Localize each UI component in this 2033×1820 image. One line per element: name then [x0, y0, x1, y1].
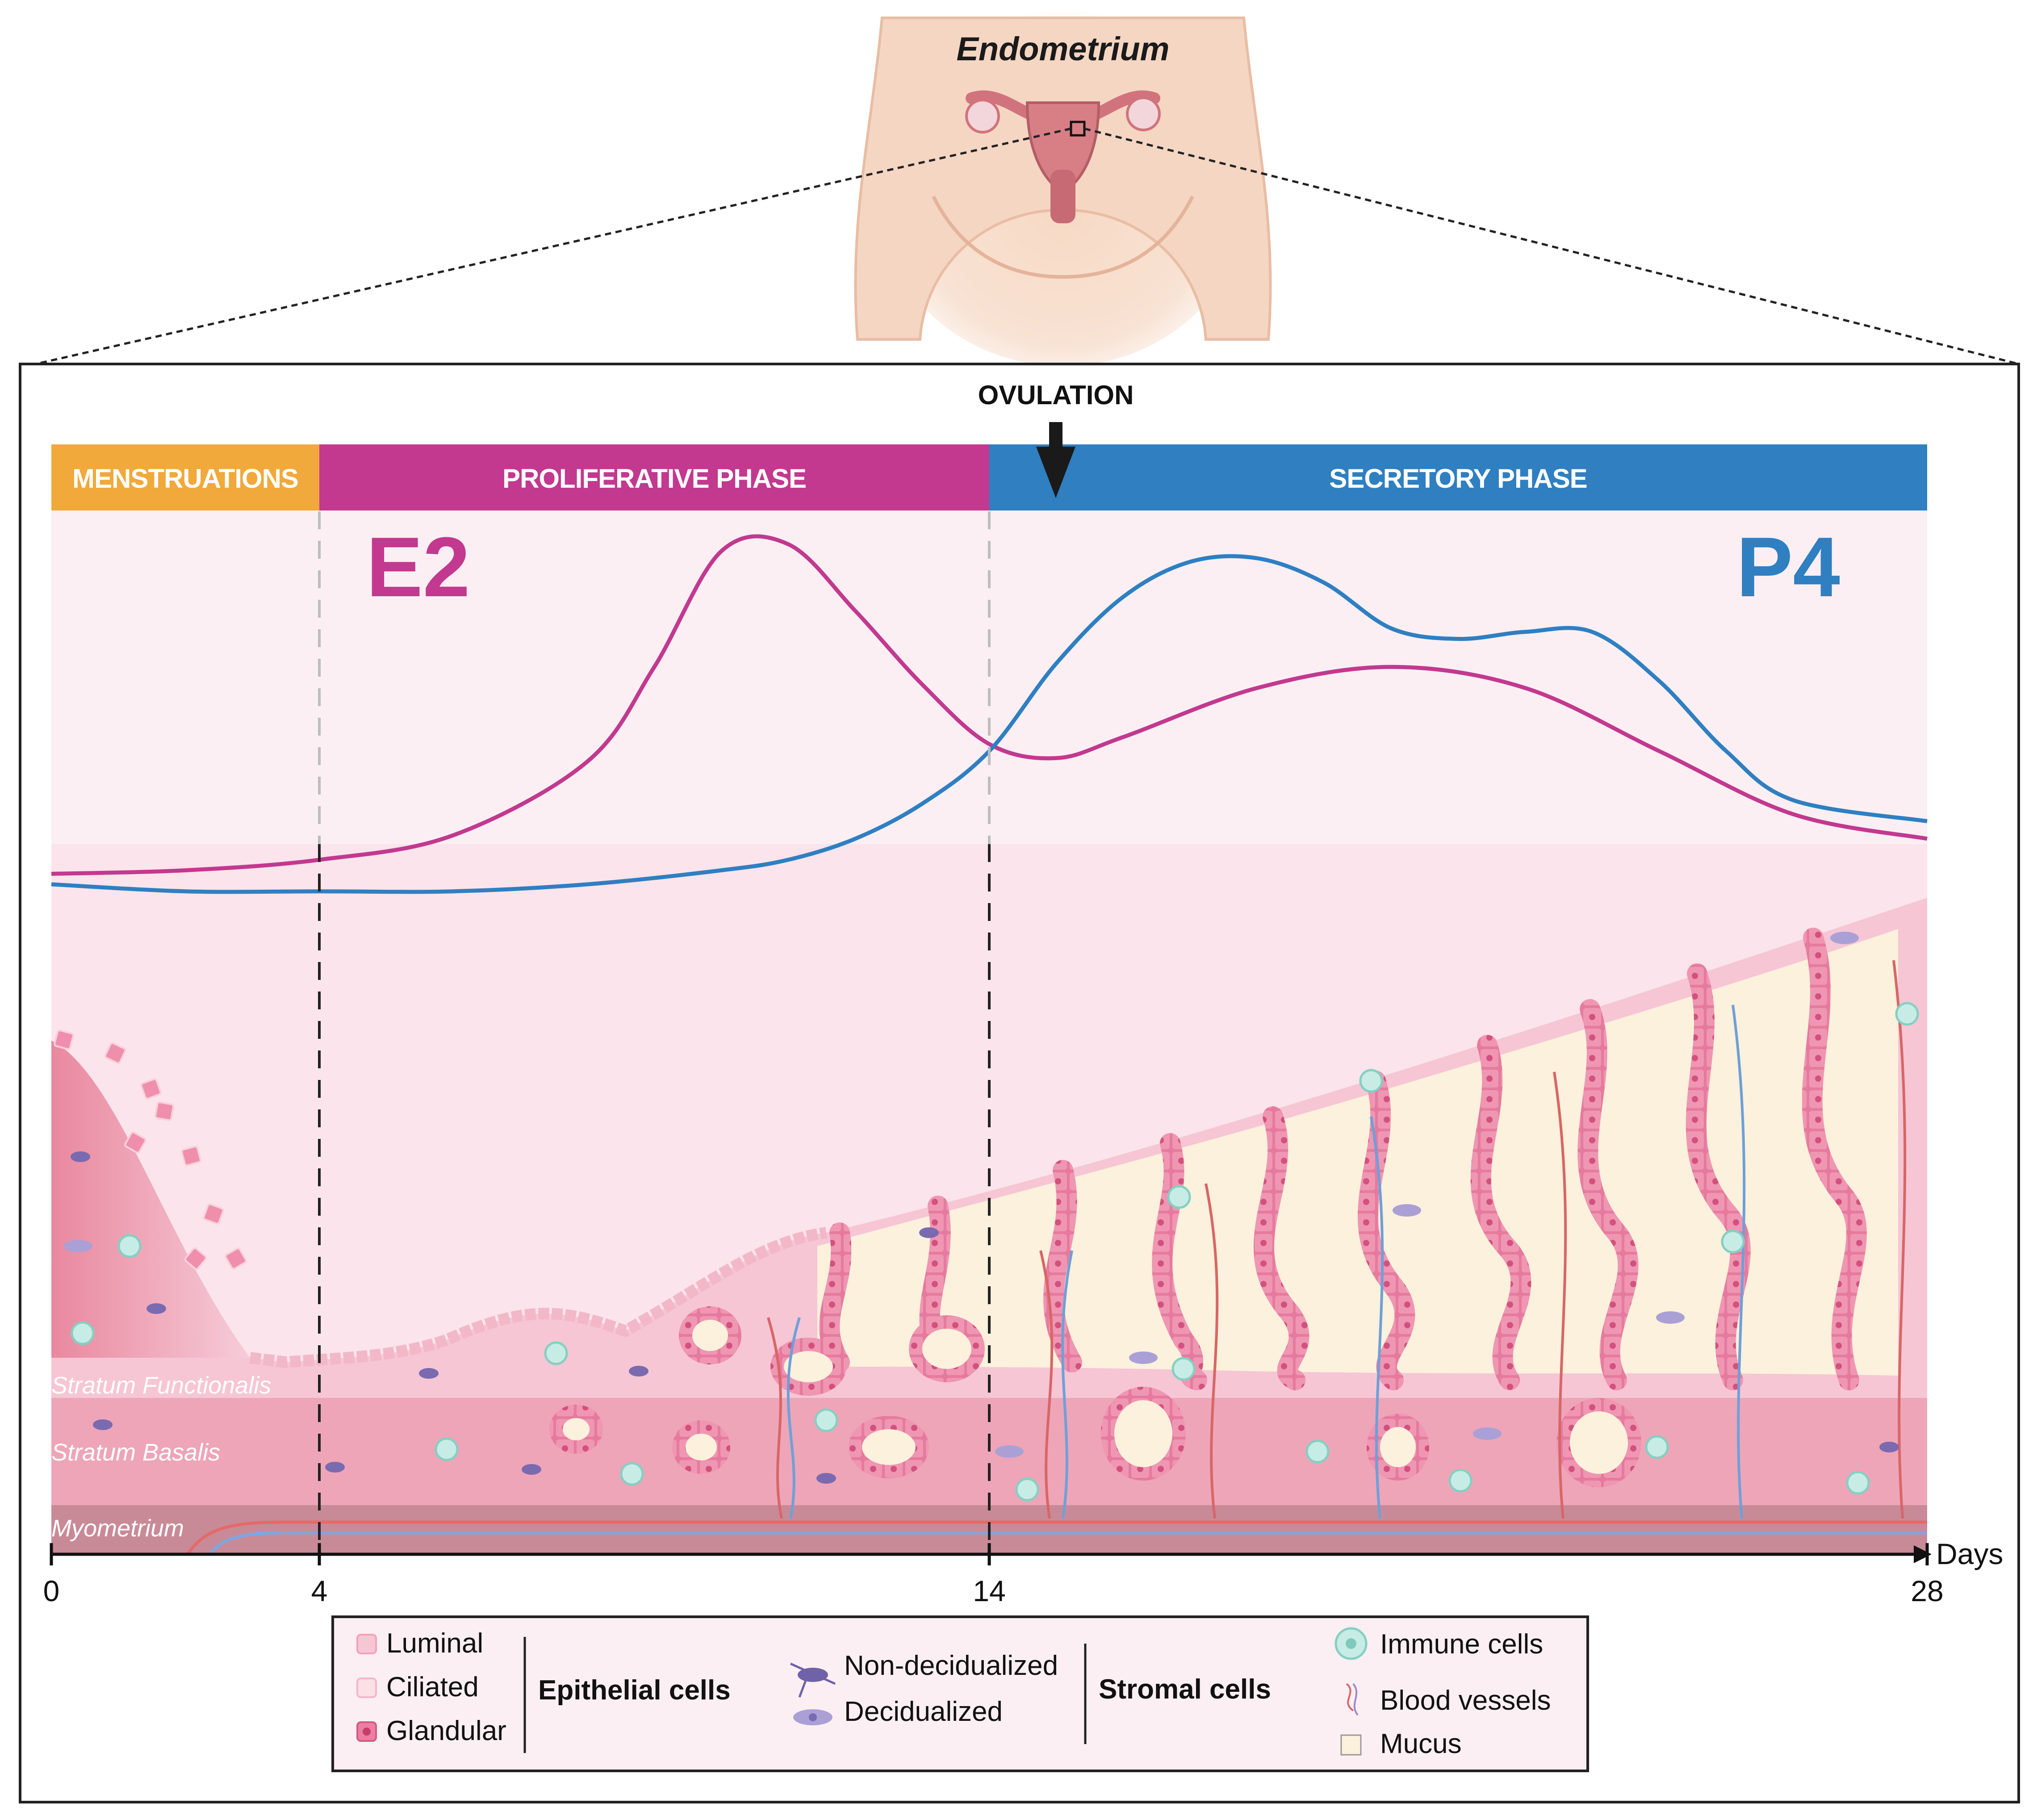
legend-box [331, 1615, 1589, 1772]
legend-stromal-head: Stromal cells [1099, 1674, 1271, 1705]
hormone-curves [51, 534, 1928, 894]
decidualized-cell-icon [793, 1709, 832, 1725]
legend-blood-vessels: Blood vessels [1380, 1685, 1551, 1716]
ovulation-arrow-shaft [1049, 422, 1063, 449]
phase-bar-1 [319, 444, 989, 510]
phase-bar-2 [989, 444, 1927, 510]
immune-cells [71, 1002, 1919, 1502]
luminal-cell-icon [356, 1634, 377, 1654]
shed-cells [54, 1029, 247, 1270]
luminal-epithelium [249, 1227, 827, 1368]
gland-cross-sections [549, 1306, 1641, 1487]
legend-decidualized: Decidualized [844, 1696, 1003, 1727]
layer-label-basalis: Stratum Basalis [51, 1439, 220, 1466]
anatomy-illustration: Endometrium [854, 9, 1272, 366]
legend-non-decidualized: Non-decidualized [844, 1650, 1058, 1681]
blood-vessel-group [767, 960, 1907, 1519]
legend-mucus: Mucus [1380, 1728, 1462, 1759]
legend-immune: Immune cells [1380, 1629, 1543, 1660]
p4-label: P4 [1736, 520, 1840, 615]
x-axis-arrow-icon [1914, 1545, 1932, 1563]
blood-vessel-icon [1346, 1683, 1359, 1716]
ovulation-marker: OVULATION [978, 380, 1134, 498]
uterus-icon [965, 90, 1161, 223]
series-line-p4 [51, 554, 1928, 894]
gland-group [819, 928, 1867, 1390]
phase-bar-0 [51, 444, 319, 510]
x-tick-label-28: 28 [1911, 1574, 1943, 1607]
legend-luminal: Luminal [386, 1628, 483, 1659]
ovulation-arrow-icon [1036, 447, 1075, 498]
non-decidualized-cell-icon [790, 1662, 836, 1698]
legend-epithelial-head: Epithelial cells [538, 1675, 731, 1706]
mucus-swatch-icon [1340, 1734, 1362, 1756]
x-axis-unit: Days [1936, 1537, 2003, 1570]
x-tick-label-14: 14 [973, 1574, 1005, 1607]
zoom-line-left [35, 127, 1071, 365]
phase-label-2: SECRETORY PHASE [1329, 464, 1587, 494]
x-tick-label-0: 0 [43, 1574, 60, 1607]
x-tick-label-4: 4 [311, 1574, 328, 1607]
phase-divider-group [318, 511, 991, 1554]
legend: Luminal Ciliated Glandular Epithelial ce… [331, 1615, 1589, 1772]
ovulation-label: OVULATION [978, 380, 1134, 410]
layer-label-functionalis: Stratum Functionalis [51, 1372, 271, 1399]
stromal-cells [64, 932, 1899, 1484]
phase-bar-group: MENSTRUATIONS PROLIFERATIVE PHASE SECRETOR… [51, 444, 1927, 510]
x-axis: Days 0 4 14 28 [43, 1537, 2004, 1607]
phase-label-0: MENSTRUATIONS [72, 464, 298, 494]
ciliated-cell-icon [356, 1678, 377, 1698]
organ-title: Endometrium [957, 30, 1170, 67]
legend-glandular: Glandular [386, 1715, 506, 1746]
immune-cell-icon [1334, 1627, 1368, 1660]
series-line-e2 [51, 534, 1928, 876]
phase-label-1: PROLIFERATIVE PHASE [502, 464, 806, 494]
legend-ciliated: Ciliated [386, 1672, 479, 1703]
layer-label-myometrium: Myometrium [51, 1515, 184, 1542]
e2-label: E2 [366, 520, 470, 615]
